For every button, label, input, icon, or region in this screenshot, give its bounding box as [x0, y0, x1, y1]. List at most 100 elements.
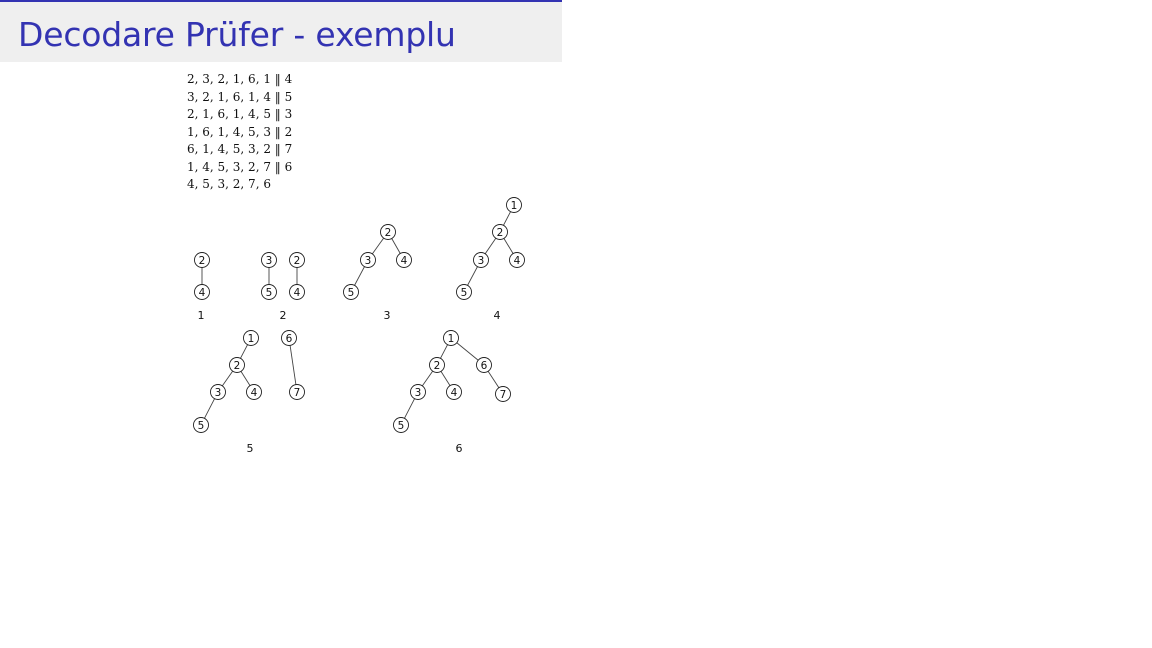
sequence-line: 2, 1, 6, 1, 4, 5 ‖ 3	[187, 107, 293, 121]
tree-node: 3	[261, 252, 277, 268]
node-label: 3	[266, 255, 273, 267]
node-circle	[506, 197, 522, 213]
node-circle	[243, 330, 259, 346]
tree-edge	[484, 237, 497, 255]
tree-edge	[404, 398, 415, 419]
node-circle	[473, 252, 489, 268]
tree-edge	[503, 211, 511, 226]
node-circle	[193, 417, 209, 433]
tree-node: 5	[193, 417, 209, 433]
tree-edge	[440, 371, 451, 386]
node-circle	[476, 357, 492, 373]
tree-node: 5	[343, 284, 359, 300]
node-label: 3	[415, 387, 422, 399]
tree-node: 2	[492, 224, 508, 240]
page-title: Decodare Prüfer - exemplu	[18, 15, 456, 54]
tree-node: 6	[476, 357, 492, 373]
tree-edge	[487, 371, 500, 388]
node-label: 5	[348, 287, 355, 299]
node-label: 1	[511, 200, 518, 212]
node-circle	[456, 284, 472, 300]
tree-node: 3	[410, 384, 426, 400]
node-circle	[443, 330, 459, 346]
tree-node: 6	[281, 330, 297, 346]
tree-node: 4	[509, 252, 525, 268]
tree-node: 3	[473, 252, 489, 268]
node-circle	[509, 252, 525, 268]
tree-node: 4	[446, 384, 462, 400]
node-circle	[393, 417, 409, 433]
tree-node: 2	[380, 224, 396, 240]
node-circle	[360, 252, 376, 268]
tree-node: 4	[194, 284, 210, 300]
tree-edge	[371, 237, 385, 255]
tree-node: 2	[194, 252, 210, 268]
tree-node: 3	[210, 384, 226, 400]
tree-step-3: 2 3 4 5 3	[343, 224, 412, 322]
tree-edge	[240, 371, 251, 386]
tree-node: 3	[360, 252, 376, 268]
tree-node: 2	[429, 357, 445, 373]
tree-edge	[503, 238, 514, 254]
node-label: 2	[385, 227, 392, 239]
sequence-line: 1, 4, 5, 3, 2, 7 ‖ 6	[187, 159, 293, 174]
tree-edge	[289, 345, 297, 385]
tree-node: 1	[506, 197, 522, 213]
node-label: 6	[286, 333, 293, 345]
step-label: 3	[384, 309, 391, 322]
node-label: 2	[234, 360, 241, 372]
node-circle	[380, 224, 396, 240]
tree-node: 5	[393, 417, 409, 433]
tree-edge	[421, 370, 434, 387]
step-label: 4	[494, 309, 501, 322]
node-label: 4	[199, 287, 206, 299]
node-circle	[429, 357, 445, 373]
node-circle	[289, 384, 305, 400]
tree-edge	[440, 344, 448, 359]
node-label: 6	[481, 360, 488, 372]
node-circle	[343, 284, 359, 300]
tree-step-4: 1 2 3 4 5 4	[456, 197, 525, 322]
tree-edge	[204, 398, 215, 419]
tree-step-1: 2 4 1	[194, 252, 210, 322]
sequence-line: 6, 1, 4, 5, 3, 2 ‖ 7	[187, 142, 293, 156]
node-circle	[261, 252, 277, 268]
tree-node: 7	[495, 386, 511, 402]
step-label: 2	[280, 309, 287, 322]
node-label: 2	[199, 255, 206, 267]
tree-node: 4	[289, 284, 305, 300]
sequence-line: 4, 5, 3, 2, 7, 6	[187, 177, 271, 191]
node-circle	[210, 384, 226, 400]
node-label: 1	[448, 333, 455, 345]
node-circle	[410, 384, 426, 400]
node-circle	[261, 284, 277, 300]
node-circle	[289, 252, 305, 268]
node-label: 2	[434, 360, 441, 372]
node-label: 5	[266, 287, 273, 299]
tree-node: 5	[456, 284, 472, 300]
node-circle	[194, 252, 210, 268]
title-bar	[0, 0, 562, 62]
tree-node: 2	[229, 357, 245, 373]
tree-node: 7	[289, 384, 305, 400]
node-label: 4	[294, 287, 301, 299]
tree-edge	[391, 238, 401, 254]
node-circle	[194, 284, 210, 300]
tree-node: 1	[443, 330, 459, 346]
node-label: 7	[294, 387, 301, 399]
node-label: 1	[248, 333, 255, 345]
node-label: 5	[198, 420, 205, 432]
node-circle	[446, 384, 462, 400]
node-label: 4	[451, 387, 458, 399]
sequence-line: 1, 6, 1, 4, 5, 3 ‖ 2	[187, 124, 293, 139]
step-label: 1	[198, 309, 205, 322]
sequence-line: 3, 2, 1, 6, 1, 4 ‖ 5	[187, 89, 293, 104]
node-circle	[229, 357, 245, 373]
node-circle	[246, 384, 262, 400]
node-label: 2	[497, 227, 504, 239]
title-accent-line	[0, 0, 562, 2]
node-label: 4	[514, 255, 521, 267]
node-label: 3	[365, 255, 372, 267]
node-label: 4	[401, 255, 408, 267]
